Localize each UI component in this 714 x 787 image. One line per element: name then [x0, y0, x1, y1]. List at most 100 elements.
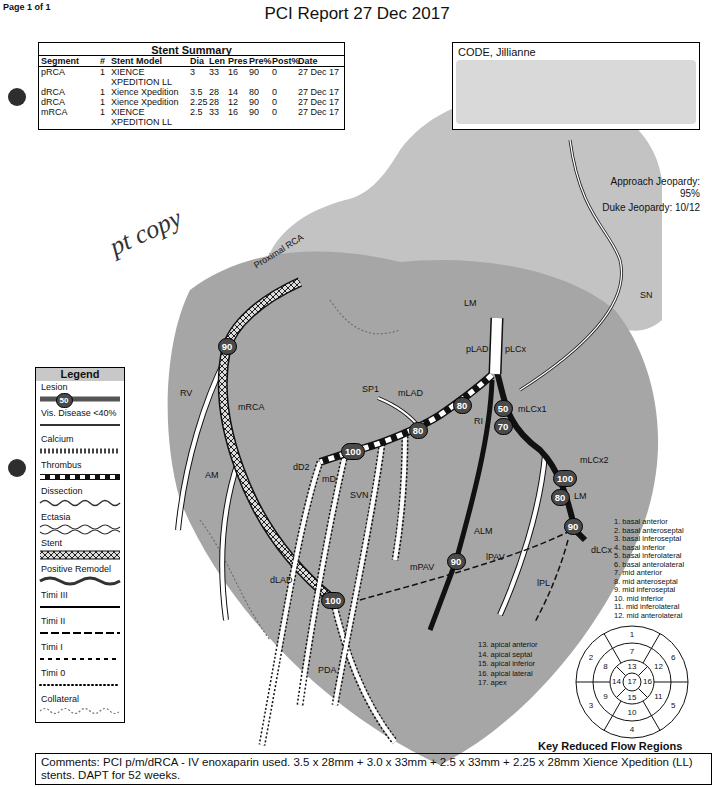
sinus-node-artery [520, 140, 622, 390]
table-cell: 0 [272, 97, 297, 107]
bullseye-divider [604, 634, 621, 663]
segment-number: 4 [622, 725, 642, 735]
segment-number: 9 [596, 692, 616, 702]
left-coronary-artery [262, 318, 585, 745]
artery-label: mLAD [398, 388, 423, 398]
node-text: 100 [557, 471, 573, 486]
legend-sample [40, 709, 120, 714]
table-cell: 0 [272, 67, 297, 77]
segment-label: 9. mid inferoseptal [614, 586, 675, 595]
table-header: Stent Model [111, 56, 189, 66]
legend-sample [40, 525, 120, 529]
segment-number: 2 [581, 653, 601, 663]
table-cell: 33 [209, 107, 227, 117]
artery-label: LM [464, 298, 477, 308]
table-cell: 1 [100, 107, 109, 117]
segment-label: 4. basal inferior [614, 544, 665, 553]
lesion-marker: 80 [551, 489, 570, 506]
legend-label: Vis. Disease <40% [41, 408, 117, 418]
table-cell: 27 Dec 17 [298, 107, 343, 117]
segment-number: 13 [622, 662, 642, 672]
table-header: Dia [190, 56, 208, 66]
legend-sample [40, 530, 120, 534]
comments-box: Comments: PCI p/m/dRCA - IV enoxaparin u… [35, 753, 712, 785]
table-cell: 0 [272, 107, 297, 117]
table-header: Pre% [249, 56, 271, 66]
left-coronary-artery [535, 540, 568, 622]
lesion-marker: 50 [56, 393, 73, 408]
legend-label: Thrombus [41, 460, 82, 470]
left-coronary-artery [495, 318, 497, 374]
legend-sample [36, 368, 124, 381]
node-text: 90 [451, 554, 462, 569]
lesion-marker: 50 [494, 400, 513, 417]
table-cell: pRCA [41, 67, 98, 77]
left-coronary-artery [335, 444, 382, 705]
segment-label: 15. apical inferior [478, 659, 535, 668]
artery-label: SN [640, 290, 653, 300]
table-cell: 33 [209, 67, 227, 77]
segment-number: 8 [596, 662, 616, 672]
table-cell: dRCA [41, 87, 98, 97]
table-cell: XIENCE XPEDITION LL [111, 67, 189, 87]
node-text: Stent Summary [39, 44, 344, 56]
segment-number: 5 [663, 701, 683, 711]
node-text: CODE, Jillianne [458, 46, 694, 58]
sinus-node-artery [520, 140, 622, 390]
artery-label: dD2 [293, 462, 310, 472]
artery-label: RV [180, 388, 192, 398]
segment-label: 5. basal inferolateral [614, 552, 682, 561]
table-header: Date [298, 56, 343, 66]
node-text: 100 [325, 593, 341, 608]
legend-sample [40, 578, 120, 584]
lesion-marker: 100 [341, 443, 365, 460]
node-text: 50 [498, 401, 509, 416]
table-cell: 14 [228, 87, 248, 97]
segment-label: 11. mid inferolateral [614, 603, 679, 612]
figure-caption: Key Reduced Flow Regions [538, 740, 682, 753]
segment-number: 17 [622, 677, 642, 687]
table-cell: dRCA [41, 97, 98, 107]
left-coronary-artery [262, 462, 320, 745]
collateral-vessel [200, 520, 270, 640]
patient-box-ground [456, 60, 696, 124]
table-header: Pres [228, 56, 248, 66]
bullseye-divider [616, 666, 625, 675]
segment-label: 1. basal anterior [614, 518, 668, 527]
legend-label: Lesion [41, 382, 68, 392]
lesion-marker: 100 [321, 592, 345, 609]
table-cell: 27 Dec 17 [298, 87, 343, 97]
table-header: Segment [41, 56, 98, 66]
patient-box-ground [452, 42, 700, 130]
artery-label: mPAV [410, 562, 434, 572]
jeopardy-score: Duke Jeopardy: 10/12 [560, 202, 700, 214]
segment-label: 10. mid inferior [614, 595, 664, 604]
right-coronary-artery [222, 462, 238, 620]
jeopardy-score: Approach Jeopardy: 95% [598, 176, 700, 199]
legend-sample [40, 684, 120, 686]
table-cell: 27 Dec 17 [298, 67, 343, 77]
bullseye-divider [616, 688, 625, 697]
bullseye-divider [643, 634, 660, 663]
table-cell: 28 [209, 87, 227, 97]
legend-sample [40, 397, 120, 402]
bullseye-ring [576, 626, 688, 738]
artery-label: lPL [537, 578, 550, 588]
artery-label: mRCA [238, 402, 265, 412]
left-coronary-artery [360, 532, 568, 600]
legend-label: Ectasia [41, 512, 71, 522]
artery-label: mLCx1 [518, 404, 547, 414]
table-header: Len [209, 56, 227, 66]
right-coronary-artery [222, 462, 238, 620]
table-cell: 28 [209, 97, 227, 107]
legend-sample [40, 551, 120, 560]
collateral-vessel [200, 300, 400, 640]
right-coronary-artery [178, 282, 395, 742]
segment-number: 16 [638, 677, 658, 687]
segment-label: 14. apical septal [478, 650, 532, 659]
patient-box-ground [452, 42, 700, 130]
table-cell: 90 [249, 67, 271, 77]
segment-label: 12. mid anterolateral [614, 612, 682, 621]
table-cell: 90 [249, 97, 271, 107]
